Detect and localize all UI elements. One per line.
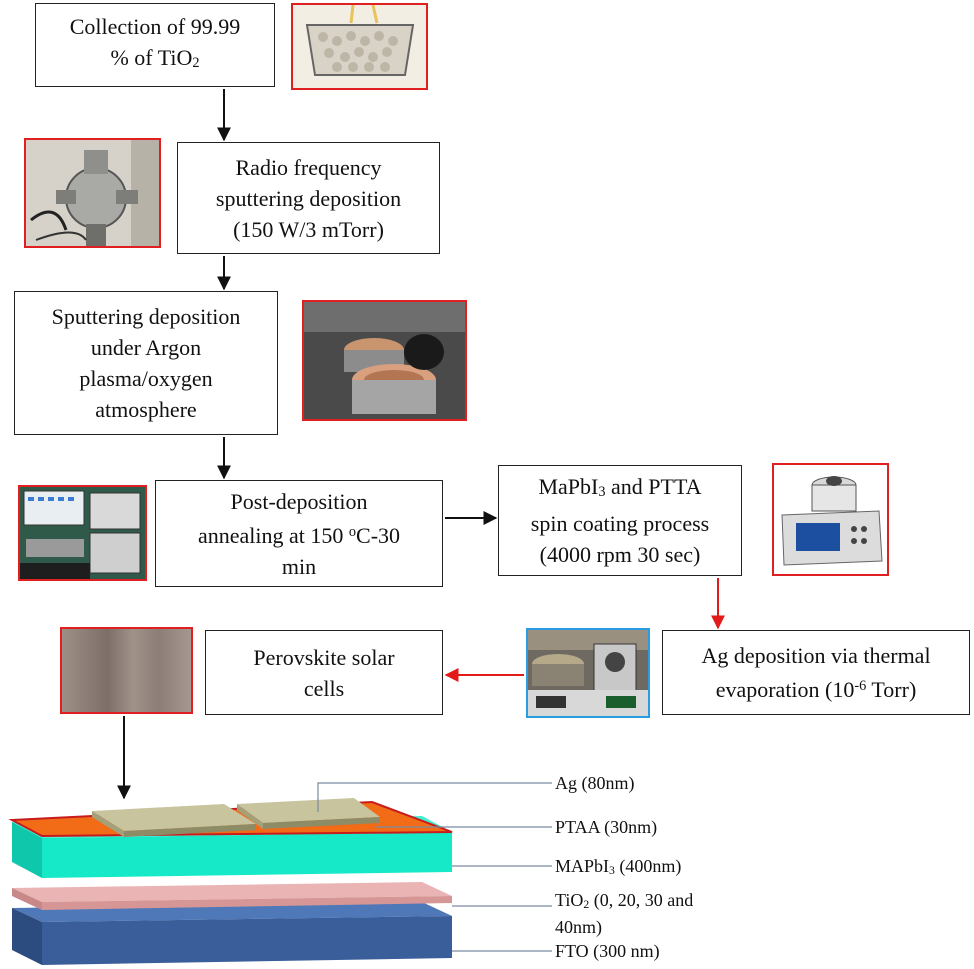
step-rf-line3: (150 W/3 mTorr) — [233, 216, 384, 242]
step-spin-line3: (4000 rpm 30 sec) — [539, 542, 701, 567]
label-tio2-line1: TiO2 (0, 20, 30 and — [555, 890, 694, 911]
furnace-illustration — [20, 487, 145, 579]
label-fto: FTO (300 nm) — [555, 941, 660, 961]
step-spin-coating: MaPbI3 and PTTA spin coating process (40… — [498, 465, 742, 576]
step-argon-sputtering: Sputtering deposition under Argon plasma… — [14, 291, 278, 435]
step-annealing-line1: Post-deposition — [230, 488, 368, 514]
step-cells-line1: Perovskite solar — [253, 644, 395, 670]
step-annealing-line2: annealing at 150 oC-30 — [197, 522, 401, 548]
spin-coater-illustration — [774, 465, 887, 574]
step-argon-line1: Sputtering deposition — [51, 304, 241, 329]
tio2-powder-photo — [291, 3, 428, 90]
annealing-furnace-photo — [18, 485, 147, 581]
step-argon-line2: under Argon — [90, 335, 202, 360]
step-annealing: Post-deposition annealing at 150 oC-30 m… — [155, 480, 443, 587]
step-collection-tio2: Collection of 99.99 % of TiO2 — [35, 3, 275, 87]
ag-contact-right — [237, 798, 380, 829]
step-ag-line1: Ag deposition via thermal — [701, 643, 931, 668]
step-annealing-line3: min — [281, 553, 317, 579]
step-perovskite-cells: Perovskite solar cells — [205, 630, 443, 715]
step-collection-line1: Collection of 99.99 — [69, 14, 241, 39]
targets-illustration — [304, 302, 465, 419]
step-spin-line2: spin coating process — [530, 511, 710, 536]
rf-sputtering-system-photo — [24, 138, 161, 248]
step-cells-line2: cells — [303, 675, 345, 701]
step-argon-line3: plasma/oxygen — [79, 366, 213, 391]
tio2-layer — [12, 882, 452, 910]
perovskite-film-photo — [60, 627, 193, 714]
label-mapbi3: MAPbI3 (400nm) — [555, 856, 682, 877]
thermal-evaporator-photo — [526, 628, 650, 718]
step-collection-line2: % of TiO2 — [110, 45, 200, 71]
label-ag: Ag (80nm) — [555, 773, 635, 793]
step-rf-sputtering: Radio frequency sputtering deposition (1… — [177, 142, 440, 254]
evaporator-illustration — [528, 630, 648, 716]
powder-container-illustration — [293, 5, 426, 88]
step-rf-line2: sputtering deposition — [215, 185, 402, 211]
sputtering-targets-photo — [302, 300, 467, 421]
ag-contact-left — [92, 804, 256, 837]
spin-coater-photo — [772, 463, 889, 576]
leader-ag — [317, 782, 552, 812]
fto-layer — [12, 902, 452, 965]
step-argon-line4: atmosphere — [95, 397, 197, 422]
sputter-chamber-illustration — [26, 140, 159, 246]
label-ptaa: PTAA (30nm) — [555, 817, 658, 837]
step-spin-line1: MaPbI3 and PTTA — [538, 474, 702, 500]
label-tio2: TiO2 (0, 20, 30 and 40nm) — [555, 889, 693, 938]
label-tio2-line2: 40nm) — [555, 917, 602, 937]
step-ag-deposition: Ag deposition via thermal evaporation (1… — [662, 630, 970, 715]
step-ag-line2: evaporation (10-6 Torr) — [715, 677, 917, 702]
step-rf-line1: Radio frequency — [235, 154, 382, 180]
